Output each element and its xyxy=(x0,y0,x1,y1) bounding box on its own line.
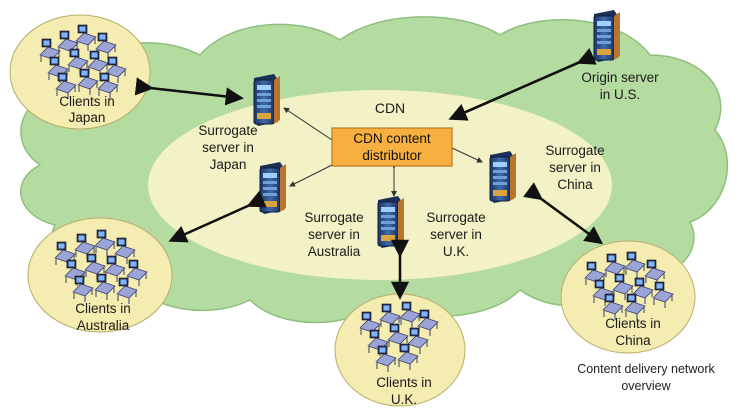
origin-server-label: Origin server in U.S. xyxy=(581,70,659,102)
clients-label-uk: Clients in U.K. xyxy=(376,375,432,407)
surrogate-china-line1: Surrogate xyxy=(545,143,604,158)
surrogate-uk-line3: U.K. xyxy=(443,244,469,259)
surrogate-label-china: Surrogate server in China xyxy=(545,143,604,192)
server-icon xyxy=(489,150,517,204)
surrogate-label-australia: Surrogate server in Australia xyxy=(304,210,363,259)
clients-label-australia: Clients in Australia xyxy=(75,301,131,333)
origin-label-line2: in U.S. xyxy=(600,87,641,102)
surrogate-australia-line1: Surrogate xyxy=(304,210,363,225)
surrogate-japan-line3: Japan xyxy=(210,157,247,172)
connection-arrows xyxy=(134,47,604,300)
clients-japan-line1: Clients in xyxy=(59,94,115,109)
surrogate-australia-line2: server in xyxy=(308,227,360,242)
clients-uk-line2: U.K. xyxy=(391,392,417,407)
surrogate-label-uk: Surrogate server in U.K. xyxy=(426,210,485,259)
surrogate-uk-line2: server in xyxy=(430,227,482,242)
server-icon xyxy=(259,161,287,215)
clients-label-china: Clients in China xyxy=(605,316,661,348)
clients-label-japan: Clients in Japan xyxy=(59,94,115,125)
surrogate-china-line3: China xyxy=(557,177,593,192)
surrogate-japan-line1: Surrogate xyxy=(198,123,257,138)
server-icon xyxy=(593,9,621,63)
surrogate-uk-line1: Surrogate xyxy=(426,210,485,225)
server-icon xyxy=(253,73,281,127)
clients-japan-line2: Japan xyxy=(69,110,106,125)
caption-line1: Content delivery network xyxy=(577,362,715,376)
cdn-label: CDN xyxy=(375,100,405,116)
cdn-region xyxy=(148,90,612,280)
surrogate-australia-line3: Australia xyxy=(308,244,361,259)
clients-china-line2: China xyxy=(615,333,651,348)
server-icon xyxy=(377,195,405,249)
caption-line2: overview xyxy=(621,379,671,393)
surrogate-japan-line2: server in xyxy=(202,140,254,155)
distributor-links xyxy=(283,107,483,197)
distributor-label-line1: CDN content xyxy=(353,131,431,146)
distributor-label-line2: distributor xyxy=(362,148,422,163)
origin-label-line1: Origin server xyxy=(581,70,659,85)
cdn-content-distributor: CDN content distributor xyxy=(331,127,453,167)
clients-australia-line2: Australia xyxy=(77,318,130,333)
surrogate-label-japan: Surrogate server in Japan xyxy=(198,123,257,172)
clients-australia-line1: Clients in xyxy=(75,301,131,316)
surrogate-china-line2: server in xyxy=(549,160,601,175)
figure-caption: Content delivery network overview xyxy=(577,362,715,393)
clients-china-line1: Clients in xyxy=(605,316,661,331)
clients-uk-line1: Clients in xyxy=(376,375,432,390)
